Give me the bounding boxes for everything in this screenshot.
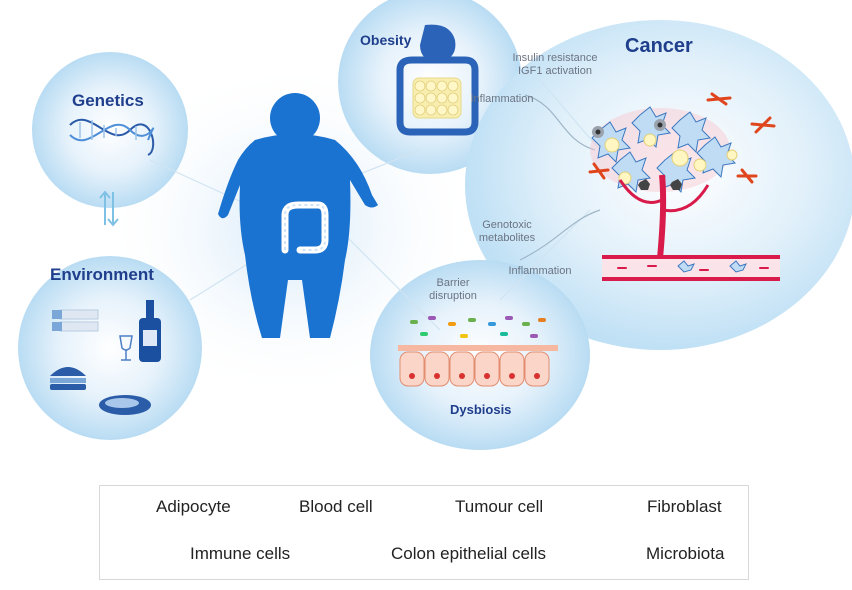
microbiota-group <box>410 316 546 338</box>
legend-immune-cells-label: Immune cells <box>190 544 291 563</box>
human-silhouette <box>218 93 378 338</box>
barrier-label: Barrier <box>436 277 470 289</box>
wine-bottle-icon <box>139 300 161 362</box>
metabolites-label: metabolites <box>478 232 536 244</box>
igf1-activation-label: IGF1 activation <box>518 65 592 77</box>
colon-epithelium <box>398 345 558 387</box>
legend-tumour-cell-label: Tumour cell <box>455 497 544 516</box>
burger-icon <box>50 367 86 390</box>
legend-colon-epithelial-label: Colon epithelial cells <box>391 544 546 563</box>
bidirectional-arrow-icon <box>99 190 119 227</box>
stomach-intestine-icon <box>396 24 479 136</box>
legend: Adipocyte Blood cell Tumour cell Fibrobl… <box>99 485 749 580</box>
inflammation-top-label: Inflammation <box>470 93 534 105</box>
obesity-label: Obesity <box>360 32 412 48</box>
dna-icon <box>69 118 155 156</box>
arrow-dysbiosis-to-cancer <box>519 209 601 261</box>
arrow-obesity-to-cancer <box>524 94 596 151</box>
wine-glass-icon <box>119 335 133 361</box>
environment-label: Environment <box>50 265 154 284</box>
cancer-label: Cancer <box>625 35 693 57</box>
steak-icon <box>99 395 151 415</box>
disruption-label: disruption <box>429 290 477 302</box>
legend-adipocyte-label: Adipocyte <box>156 497 231 516</box>
connector-lines <box>149 79 601 331</box>
genetics-label: Genetics <box>72 91 144 110</box>
inflammation-bottom-label: Inflammation <box>508 265 572 277</box>
genotoxic-label: Genotoxic <box>482 219 532 231</box>
environment-bubble <box>18 256 202 440</box>
blood-vessel <box>602 174 780 281</box>
legend-fibroblast-label: Fibroblast <box>647 497 722 516</box>
genetics-bubble <box>32 52 188 208</box>
dysbiosis-label: Dysbiosis <box>450 402 512 417</box>
insulin-resistance-label: Insulin resistance <box>512 52 598 64</box>
cigarettes-icon <box>52 309 99 332</box>
legend-blood-cell-label: Blood cell <box>299 497 373 516</box>
tumour-cluster <box>588 92 776 194</box>
legend-microbiota-label: Microbiota <box>646 544 725 563</box>
